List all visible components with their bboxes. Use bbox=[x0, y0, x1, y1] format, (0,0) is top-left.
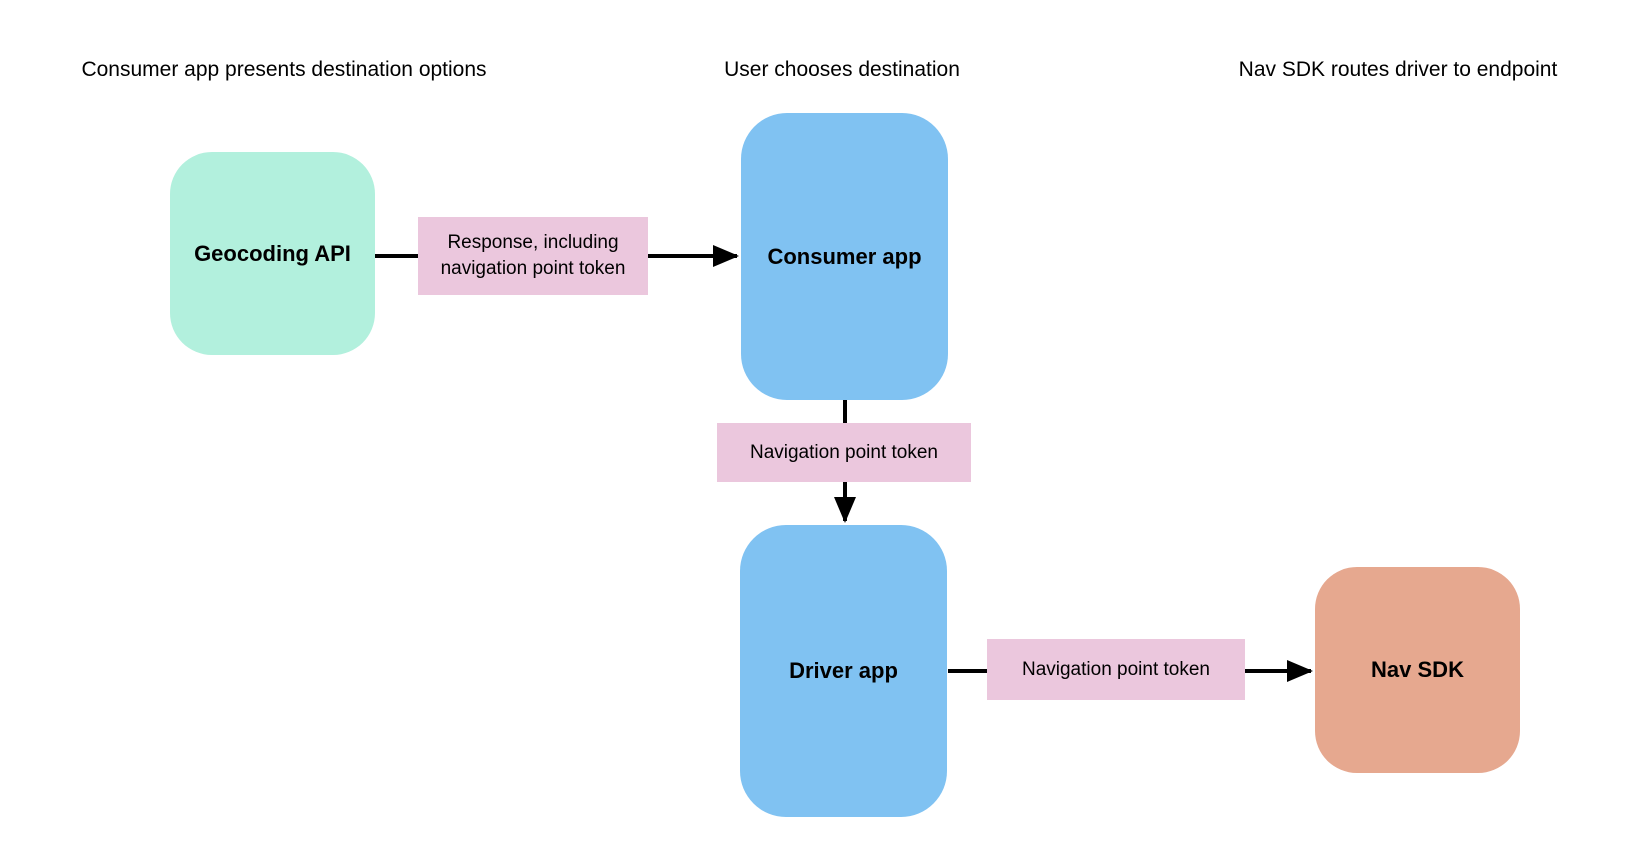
node-consumer-app: Consumer app bbox=[741, 113, 948, 400]
node-driver-app: Driver app bbox=[740, 525, 947, 817]
edge-label-navigation-point-token-vertical: Navigation point token bbox=[717, 423, 971, 482]
phase-header-consumer-app-presents: Consumer app presents destination option… bbox=[81, 58, 487, 81]
edge-label-navigation-point-token-horizontal: Navigation point token bbox=[987, 639, 1245, 700]
node-nav-sdk: Nav SDK bbox=[1315, 567, 1520, 773]
edge-label-response-including-token: Response, including navigation point tok… bbox=[418, 217, 648, 295]
phase-header-user-chooses: User chooses destination bbox=[724, 58, 960, 81]
node-geocoding-api: Geocoding API bbox=[170, 152, 375, 355]
phase-header-nav-sdk-routes: Nav SDK routes driver to endpoint bbox=[1238, 58, 1558, 81]
